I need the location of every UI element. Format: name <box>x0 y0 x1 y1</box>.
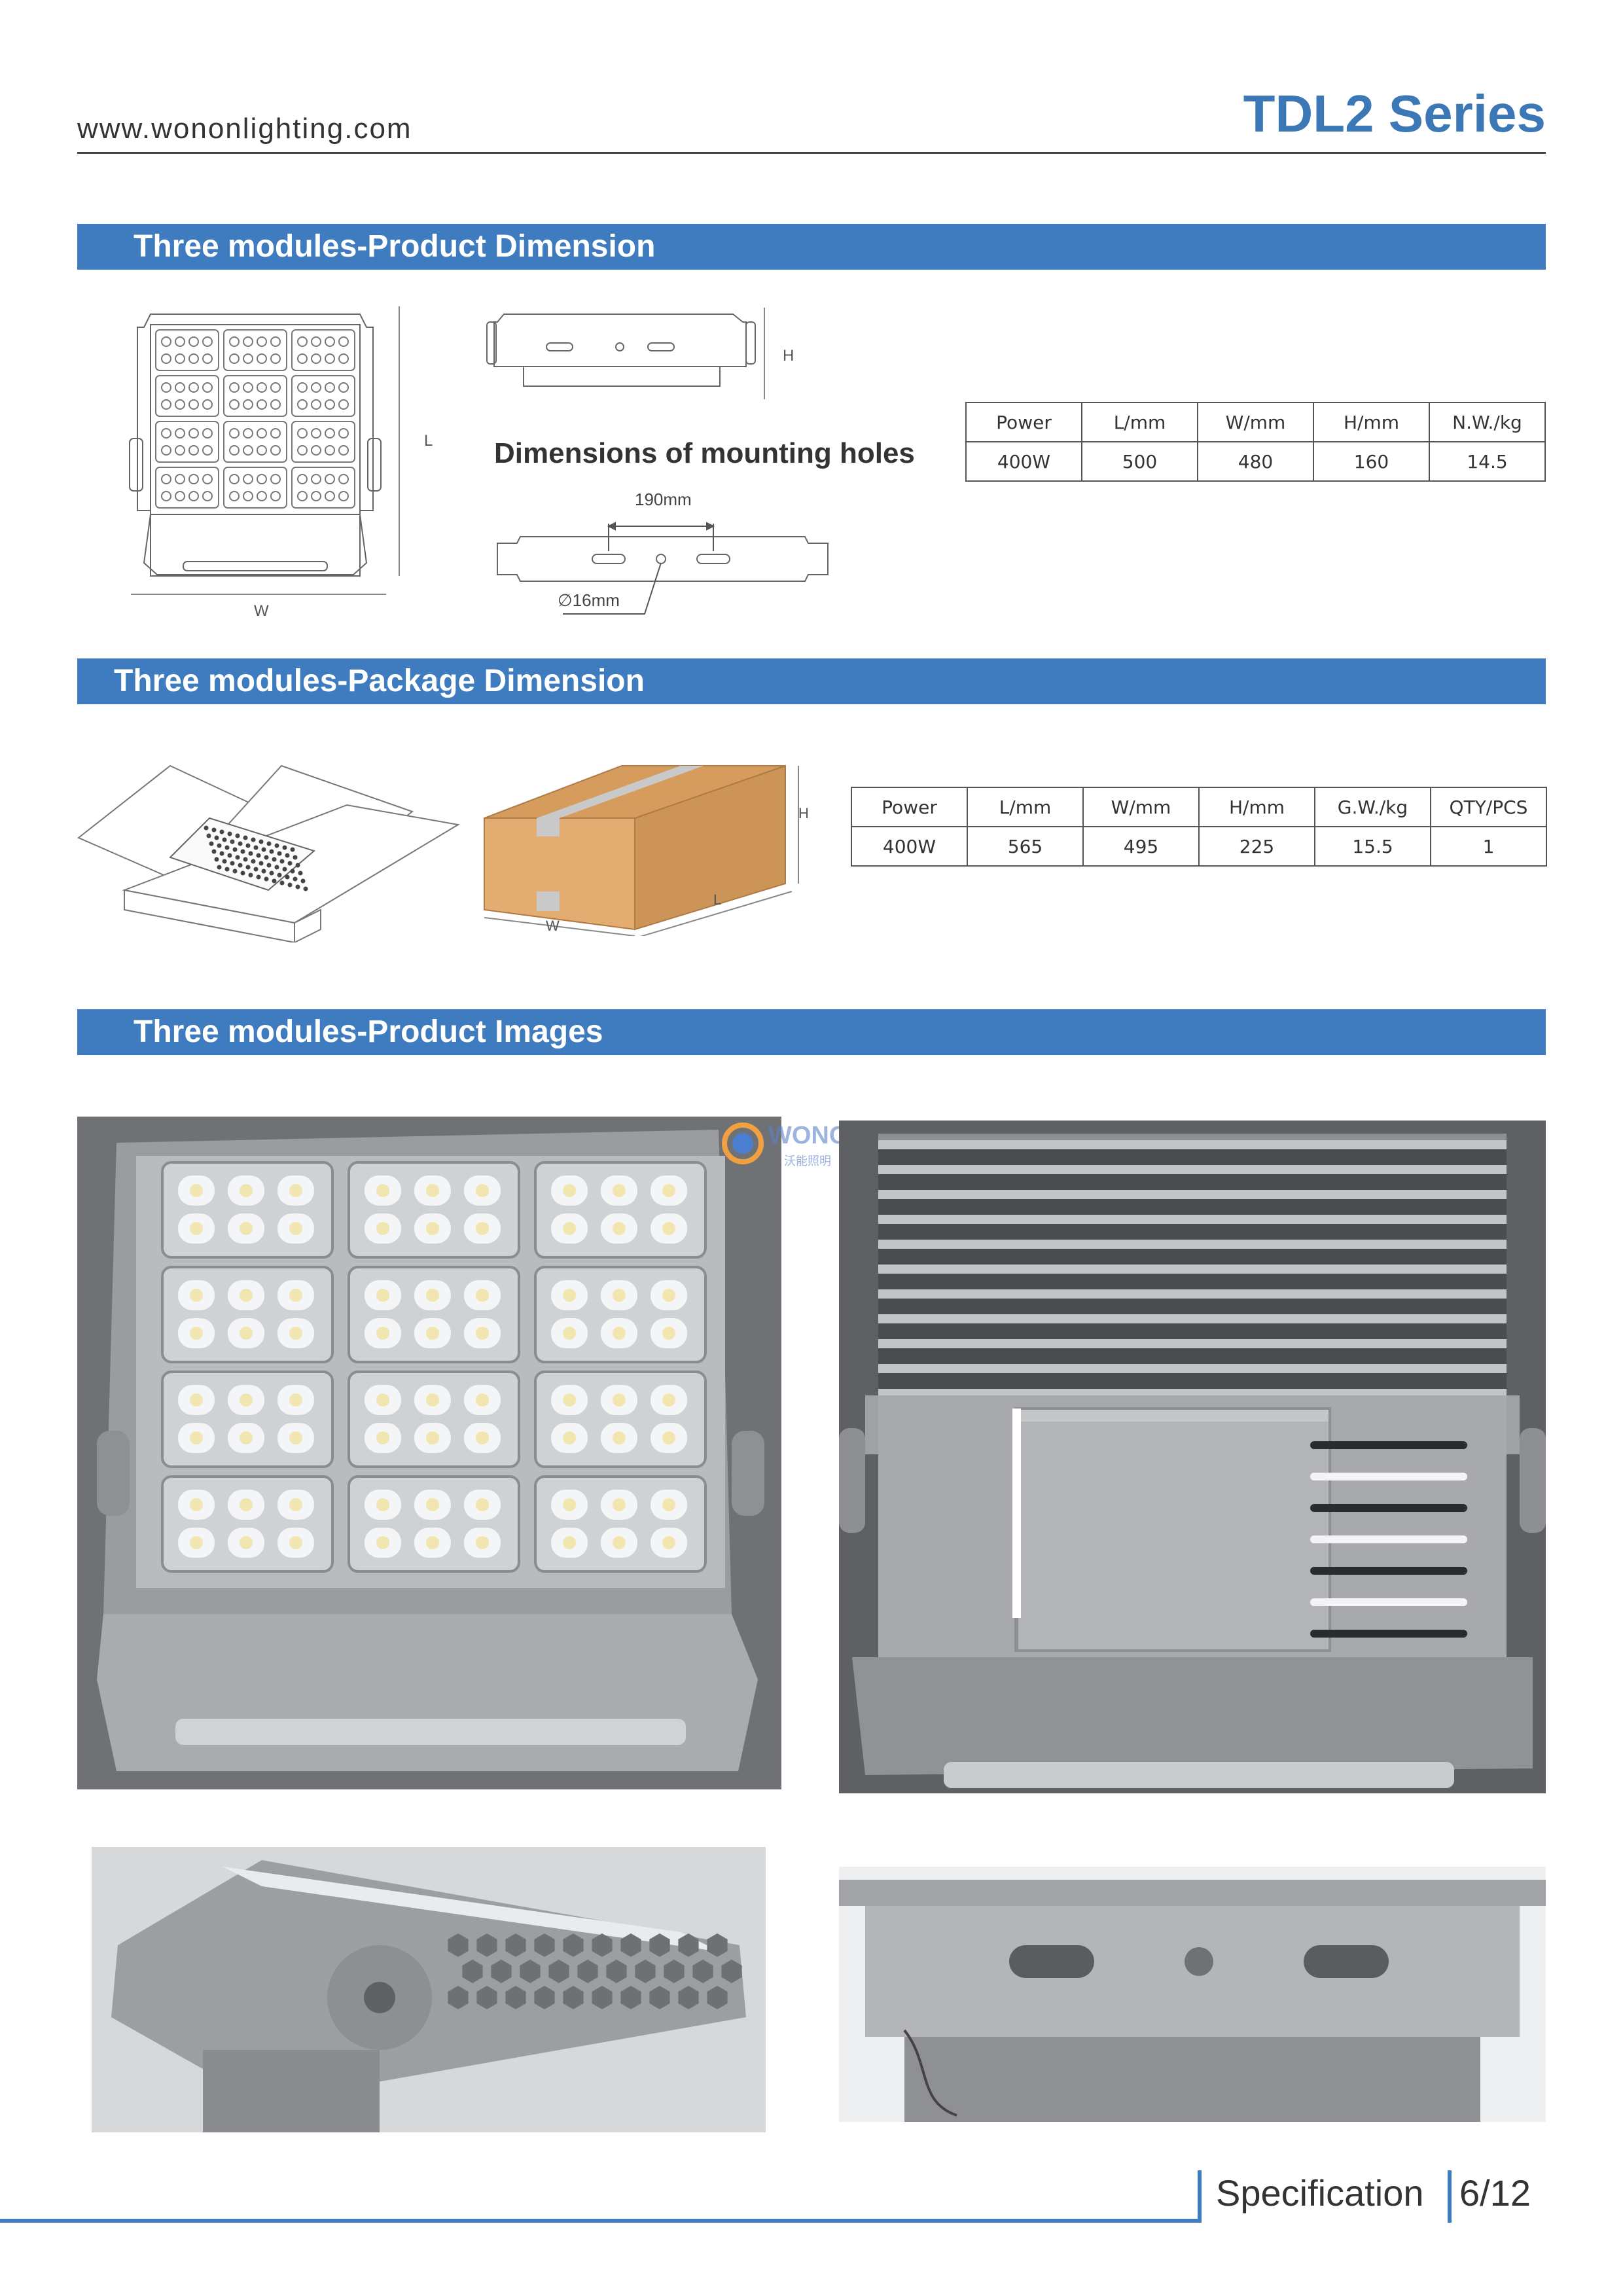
table-row: 400W 500 480 160 14.5 <box>965 441 1546 482</box>
box-label-w: W <box>546 918 560 934</box>
footer-separator <box>1448 2170 1452 2223</box>
table-cell: 495 <box>1082 826 1200 867</box>
dimension-label-l: L <box>424 432 433 450</box>
table-header-cell: H/mm <box>1198 787 1315 827</box>
table-header-cell: Power <box>965 402 1082 442</box>
table-header-cell: G.W./kg <box>1314 787 1431 827</box>
box-label-l: L <box>713 891 722 908</box>
side-view-drawing <box>486 308 765 399</box>
product-photo-back <box>839 1121 1546 1793</box>
table-header-cell: L/mm <box>1081 402 1198 442</box>
package-dimension-table: Power L/mm W/mm H/mm G.W./kg QTY/PCS 400… <box>851 787 1547 867</box>
table-cell: 565 <box>967 826 1084 867</box>
table-header-cell: L/mm <box>967 787 1084 827</box>
table-header-cell: H/mm <box>1313 402 1430 442</box>
page-number: 6/12 <box>1459 2172 1531 2214</box>
table-cell: 1 <box>1430 826 1547 867</box>
table-header-cell: W/mm <box>1082 787 1200 827</box>
product-photo-front <box>77 1117 781 1789</box>
table-cell: 400W <box>851 826 968 867</box>
footer-label: Specification <box>1216 2172 1424 2214</box>
dimension-label-w: W <box>254 602 269 620</box>
open-box-drawing <box>77 764 460 942</box>
hole-diameter-label: ∅16mm <box>558 590 620 610</box>
mounting-bracket-drawing <box>497 522 829 615</box>
section-package-dimension: Three modules-Package Dimension <box>77 658 1546 704</box>
front-view-drawing <box>129 306 400 595</box>
table-row: 400W 565 495 225 15.5 1 <box>851 826 1547 867</box>
product-photo-bracket <box>839 1867 1546 2122</box>
product-dimension-table: Power L/mm W/mm H/mm N.W./kg 400W 500 48… <box>965 402 1546 482</box>
dimension-label-h: H <box>783 347 794 365</box>
table-header-row: Power L/mm W/mm H/mm G.W./kg QTY/PCS <box>851 787 1547 827</box>
table-header-cell: N.W./kg <box>1429 402 1546 442</box>
closed-box-drawing <box>484 764 799 936</box>
mounting-holes-title: Dimensions of mounting holes <box>494 437 915 469</box>
watermark-cn: 沃能照明 <box>784 1155 831 1168</box>
footer-separator <box>1198 2170 1202 2223</box>
product-photo-side <box>92 1847 766 2132</box>
table-header-row: Power L/mm W/mm H/mm N.W./kg <box>965 402 1546 442</box>
section-product-dimension: Three modules-Product Dimension <box>77 224 1546 270</box>
table-cell: 15.5 <box>1314 826 1431 867</box>
wonon-logo-icon <box>722 1122 764 1164</box>
footer-divider <box>0 2219 1198 2223</box>
table-cell: 500 <box>1081 441 1198 482</box>
table-header-cell: QTY/PCS <box>1430 787 1547 827</box>
box-label-h: H <box>798 805 809 821</box>
section-product-images: Three modules-Product Images <box>77 1009 1546 1055</box>
series-title: TDL2 Series <box>1243 84 1546 143</box>
table-cell: 225 <box>1198 826 1315 867</box>
table-cell: 400W <box>965 441 1082 482</box>
table-header-cell: Power <box>851 787 968 827</box>
hole-spacing-label: 190mm <box>635 490 692 509</box>
website-url: www.wononlighting.com <box>77 113 412 145</box>
header-divider <box>77 152 1546 154</box>
table-cell: 480 <box>1197 441 1314 482</box>
table-cell: 14.5 <box>1429 441 1546 482</box>
table-cell: 160 <box>1313 441 1430 482</box>
table-header-cell: W/mm <box>1197 402 1314 442</box>
